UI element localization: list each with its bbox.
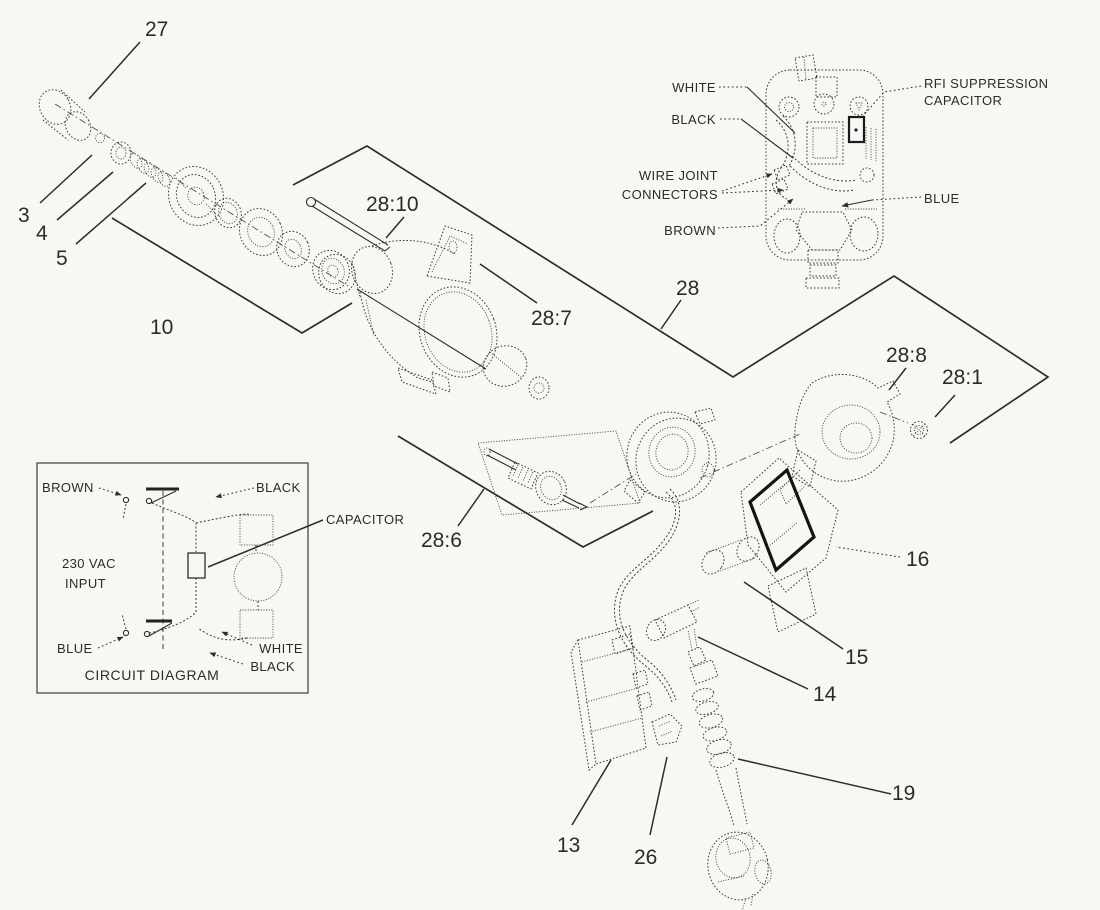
- callout-13: 13: [557, 834, 580, 857]
- carbon-brush: [701, 536, 760, 575]
- callout-28: 28: [676, 277, 699, 300]
- pulley-gear: [167, 166, 225, 226]
- motor-lead-wire: [614, 488, 680, 703]
- group-28-6-bracket: [397, 435, 654, 548]
- callout-numbers: 27 3 4 5 10 28:10 28:7 28 28:8 28:1 28:6…: [18, 18, 983, 869]
- circuit-label-input-1: 230 VAC: [62, 556, 116, 571]
- field-winding-top-symbol: [239, 514, 274, 546]
- callout-26: 26: [634, 846, 657, 869]
- cord-clamp: [651, 713, 683, 746]
- power-plug: [707, 831, 772, 910]
- label-wire-joint-2: CONNECTORS: [622, 187, 718, 202]
- circuit-label-blue: BLUE: [57, 641, 93, 656]
- brush-end-bell: [623, 407, 717, 504]
- small-washer: [95, 133, 105, 143]
- brush-cap: [645, 599, 701, 642]
- spring-part: [129, 153, 171, 187]
- motor-symbol: [233, 552, 283, 602]
- circuit-title: CIRCUIT DIAGRAM: [85, 667, 220, 683]
- group-28-boundary: [292, 145, 1050, 444]
- wire-joint-connectors-part: [771, 164, 791, 195]
- circuit-label-black-bottom: BLACK: [250, 659, 295, 674]
- callout-19: 19: [892, 782, 915, 805]
- label-rfi-1: RFI SUPPRESSION: [924, 76, 1048, 91]
- gear-train-assembly: [38, 89, 356, 295]
- rfi-capacitor-part: [847, 115, 866, 144]
- detail-label-leaders: [717, 85, 922, 229]
- pinion-gear: [214, 197, 242, 229]
- washer-large: [276, 230, 310, 268]
- group-10-bracket: [111, 217, 353, 334]
- fan-housing: [779, 373, 909, 505]
- label-rfi-2: CAPACITOR: [924, 93, 1002, 108]
- callout-10: 10: [150, 316, 173, 339]
- callout-14: 14: [813, 683, 837, 706]
- label-white: WHITE: [672, 80, 716, 95]
- power-cord: [687, 627, 772, 910]
- field-winding-bottom-symbol: [239, 609, 274, 639]
- callout-28-8: 28:8: [886, 344, 927, 367]
- callout-28-7: 28:7: [531, 307, 572, 330]
- callout-28-10: 28:10: [366, 193, 419, 216]
- label-wire-joint-1: WIRE JOINT: [639, 168, 718, 183]
- circuit-box-border: [36, 462, 309, 694]
- fan-axis-line: [699, 433, 801, 479]
- bushing-part: [38, 89, 92, 141]
- circuit-label-capacitor: CAPACITOR: [326, 512, 404, 527]
- field-coil: [740, 457, 839, 633]
- callout-27: 27: [145, 18, 168, 41]
- callout-leaders: [39, 41, 956, 836]
- fan-nut: [910, 421, 928, 439]
- bearing-small: [110, 141, 132, 165]
- circuit-label-input-2: INPUT: [65, 576, 106, 591]
- circuit-label-brown: BROWN: [42, 480, 94, 495]
- circuit-label-white-bottom: WHITE: [259, 641, 303, 656]
- circuit-label-black-top: BLACK: [256, 480, 301, 495]
- callout-16: 16: [906, 548, 929, 571]
- motor-bolt: [305, 196, 391, 252]
- switch-handle-detail: [765, 54, 884, 289]
- switch-body: [570, 625, 653, 771]
- armature-assembly: [477, 430, 641, 516]
- label-brown: BROWN: [664, 223, 716, 238]
- capacitor-leader: [207, 519, 324, 568]
- circuit-labels: BROWN BLACK 230 VAC INPUT BLUE WHITE BLA…: [42, 480, 404, 683]
- circuit-diagram: [36, 462, 324, 694]
- switch-detail-labels: WHITE BLACK WIRE JOINT CONNECTORS BROWN …: [622, 76, 1048, 238]
- callout-3: 3: [18, 204, 30, 227]
- callout-15: 15: [845, 646, 868, 669]
- label-blue: BLUE: [924, 191, 960, 206]
- ring-gear: [238, 208, 284, 256]
- callout-28-1: 28:1: [942, 366, 983, 389]
- callout-28-6: 28:6: [421, 529, 462, 552]
- bearing-cup: [312, 249, 356, 295]
- callout-5: 5: [56, 247, 68, 270]
- capacitor-symbol: [187, 552, 206, 579]
- callout-4: 4: [36, 222, 48, 245]
- motor-housing: [350, 225, 550, 400]
- label-black: BLACK: [671, 112, 716, 127]
